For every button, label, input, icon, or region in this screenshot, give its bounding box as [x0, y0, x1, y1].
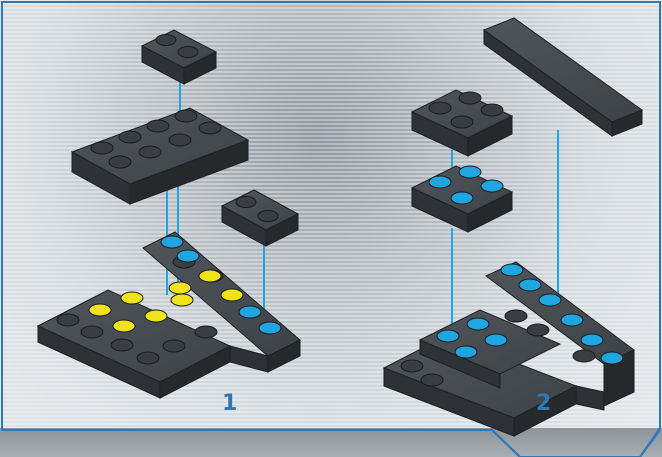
step-number-1: 1 [222, 391, 237, 416]
stud [526, 323, 550, 337]
stud [194, 325, 218, 339]
stud [177, 46, 199, 58]
stud-yellow [88, 303, 112, 317]
stud-blue [160, 235, 184, 249]
stud [198, 121, 222, 135]
stud-yellow [220, 288, 244, 302]
stud-blue [258, 321, 282, 335]
lego-plate-2x2-icon [410, 89, 514, 157]
lego-t-plate-icon [36, 231, 301, 399]
stud [108, 155, 132, 169]
stud-blue [238, 305, 262, 319]
stud [146, 119, 170, 133]
stud-blue [484, 333, 508, 347]
lego-t-plate-icon [382, 261, 635, 437]
lego-plate-2x1-icon [220, 189, 300, 247]
stud [504, 309, 528, 323]
stud [136, 351, 160, 365]
stud-blue [458, 165, 482, 179]
stud [428, 101, 452, 115]
lego-plate-4x2-icon [70, 107, 250, 205]
stud-blue [500, 263, 524, 277]
studs-step1-base [56, 235, 282, 365]
stud [56, 313, 80, 327]
stud-blue [518, 278, 542, 292]
stud-yellow [168, 281, 192, 295]
stud [420, 373, 444, 387]
stud [572, 349, 596, 363]
stud [80, 325, 104, 339]
lego-plate-2x2-icon [410, 165, 514, 233]
stud-blue [176, 249, 200, 263]
stud-blue [580, 333, 604, 347]
stud-blue [450, 191, 474, 205]
stud [480, 103, 504, 117]
stud-blue [436, 329, 460, 343]
stud-blue [600, 351, 624, 365]
stud-blue [538, 293, 562, 307]
lego-tile-long-icon [482, 17, 644, 137]
stud-blue [454, 345, 478, 359]
stud [155, 34, 177, 46]
stud [450, 115, 474, 129]
stud-blue [480, 179, 504, 193]
stud [257, 210, 279, 222]
stud [235, 196, 257, 208]
stud [90, 141, 114, 155]
lego-plate-2x1-icon [140, 29, 218, 85]
stud [458, 91, 482, 105]
stud-yellow [198, 269, 222, 283]
stud-yellow [144, 309, 168, 323]
stud-yellow [112, 319, 136, 333]
studs-step2-base [400, 263, 624, 387]
stud-blue [560, 313, 584, 327]
step-number-2: 2 [536, 391, 551, 416]
frame-tab [491, 429, 661, 457]
stud [174, 109, 198, 123]
stud [168, 133, 192, 147]
stud-blue [428, 175, 452, 189]
stud-yellow [170, 293, 194, 307]
stud [118, 130, 142, 144]
stud-blue [466, 317, 490, 331]
stud [110, 338, 134, 352]
stud-yellow [120, 291, 144, 305]
stud [138, 145, 162, 159]
stud [400, 359, 424, 373]
stud [162, 339, 186, 353]
bottom-band [0, 428, 662, 457]
